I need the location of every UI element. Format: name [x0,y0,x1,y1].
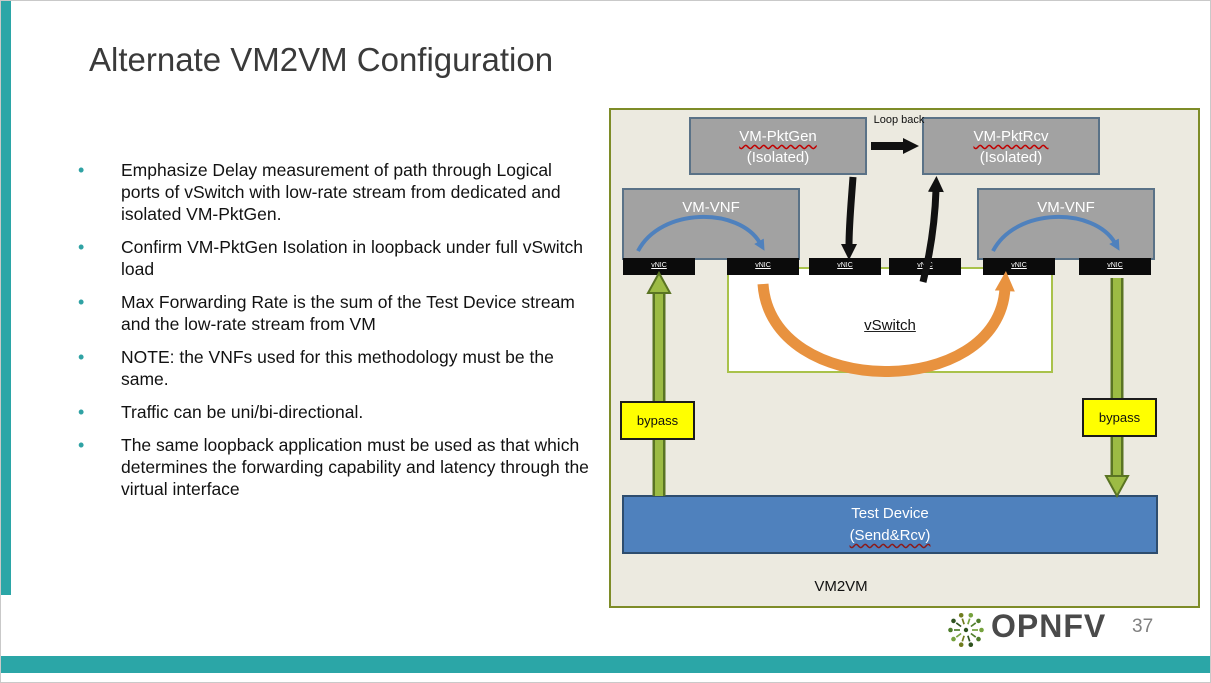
bullet-text: The same loopback application must be us… [121,435,589,499]
test-device-sublabel: (Send&Rcv) [849,527,931,544]
test-device-box: Test Device (Send&Rcv) [622,495,1158,554]
bypass-right-box: bypass [1082,398,1157,437]
bullet-item: • NOTE: the VNFs used for this methodolo… [76,346,590,390]
opnfv-logo-text: OPNFV [991,608,1107,644]
vm-pktrcv-label: VM-PktRcv [973,128,1049,145]
vm-pktrcv-box: VM-PktRcv (Isolated) [922,117,1100,175]
vnic-box: vNIC [623,258,695,275]
loopback-label: Loop back [873,114,925,126]
vswitch-label: vSwitch [864,317,916,334]
green-up-arrowhead [646,270,672,294]
pktgen-down-arrow [841,176,858,260]
vm-vnf-right-label: VM-VNF [1037,199,1095,216]
bullet-item: • Emphasize Delay measurement of path th… [76,159,590,225]
bullet-text: NOTE: the VNFs used for this methodology… [121,347,554,389]
bullet-text: Max Forwarding Rate is the sum of the Te… [121,292,575,334]
vm-pktgen-sublabel: (Isolated) [746,149,810,166]
green-down-arrowhead [1104,475,1130,499]
bullet-dot: • [78,160,85,180]
page-number: 37 [1132,616,1154,637]
bullet-dot: • [78,435,85,455]
vm-vnf-left-label: VM-VNF [682,199,740,216]
vnic-box: vNIC [727,258,799,275]
vm-pktgen-box: VM-PktGen (Isolated) [689,117,867,175]
vnic-box: vNIC [1079,258,1151,275]
bullet-text: Traffic can be uni/bi-directional. [121,402,364,422]
vm-vnf-right-box: VM-VNF [977,188,1155,260]
bullet-item: • Traffic can be uni/bi-directional. [76,401,590,423]
bullet-dot: • [78,292,85,312]
bullet-item: • Max Forwarding Rate is the sum of the … [76,291,590,335]
vm2vm-label: VM2VM [814,578,868,595]
bullet-text: Confirm VM-PktGen Isolation in loopback … [121,237,584,279]
vnic-box: vNIC [889,258,961,275]
bullet-dot: • [78,402,85,422]
bullet-item: • Confirm VM-PktGen Isolation in loopbac… [76,236,590,280]
vm-pktgen-label: VM-PktGen [739,128,817,145]
bullet-item: • The same loopback application must be … [76,434,590,500]
bullet-text: Emphasize Delay measurement of path thro… [121,160,561,224]
bullet-dot: • [78,347,85,367]
bullet-dot: • [78,237,85,257]
test-device-label: Test Device [851,505,929,522]
vnic-box: vNIC [983,258,1055,275]
vm-pktrcv-sublabel: (Isolated) [979,149,1043,166]
slide-title: Alternate VM2VM Configuration [89,41,554,78]
vnic-box: vNIC [809,258,881,275]
vm2vm-diagram: VM-PktGen (Isolated) Loop back VM-PktRcv… [609,108,1200,608]
opnfv-flower-icon [948,613,984,647]
vswitch-box: vSwitch [727,267,1053,373]
bypass-left-box: bypass [620,401,695,440]
vm-vnf-left-box: VM-VNF [622,188,800,260]
bullet-list: • Emphasize Delay measurement of path th… [76,159,590,511]
bottom-accent-bar [1,656,1210,673]
left-accent-bar [1,1,11,595]
